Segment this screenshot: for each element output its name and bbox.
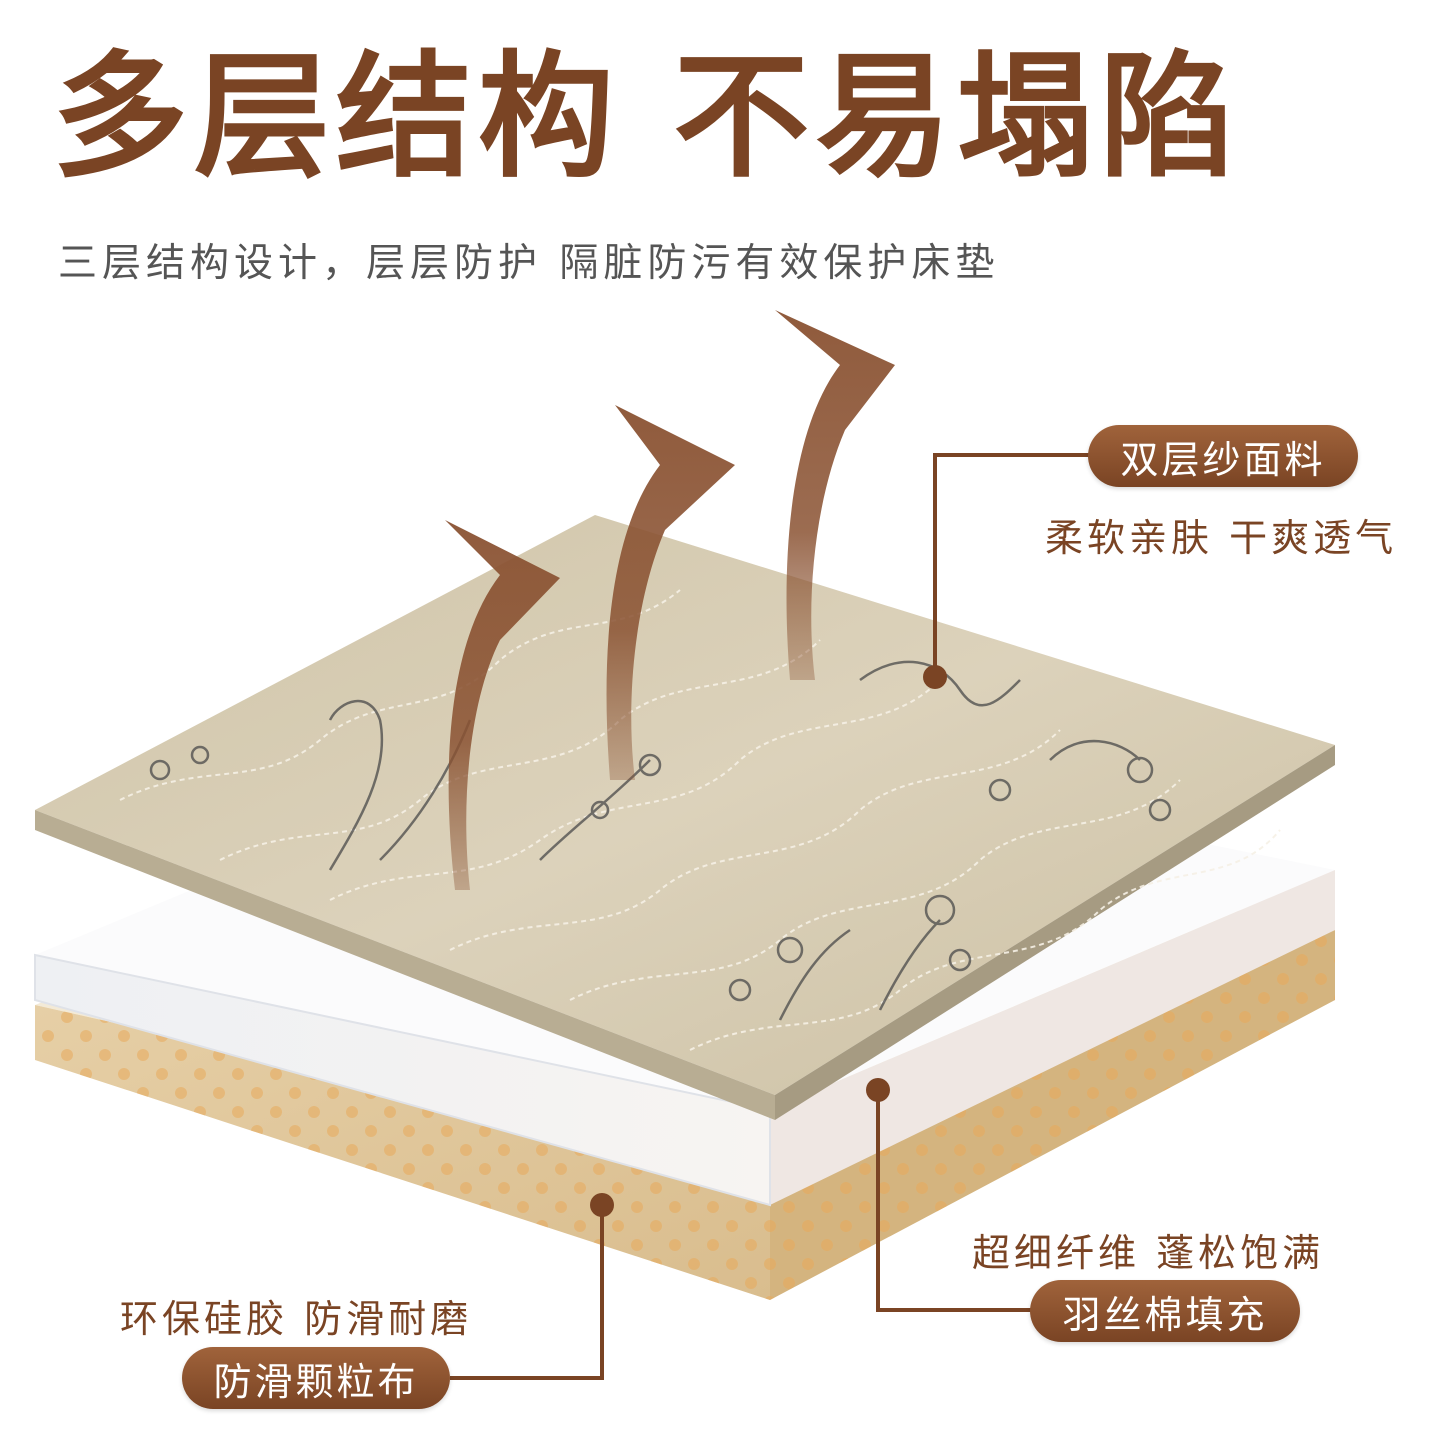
top-layer [35, 515, 1335, 1120]
label-middle-layer: 羽丝棉填充 [1030, 1280, 1300, 1342]
page-subtitle: 三层结构设计，层层防护 隔脏防污有效保护床垫 [58, 241, 1000, 286]
page-title: 多层结构 不易塌陷 [52, 39, 1242, 197]
label-top-layer: 双层纱面料 [1088, 425, 1358, 487]
callout-dots [590, 665, 947, 1217]
label-bottom-layer: 防滑颗粒布 [182, 1347, 450, 1409]
callout-lines [450, 453, 1095, 1380]
desc-top-layer: 柔软亲肤 干爽透气 [1045, 516, 1398, 560]
airflow-arrows [445, 310, 895, 890]
desc-bottom-layer: 环保硅胶 防滑耐磨 [120, 1297, 473, 1341]
desc-middle-layer: 超细纤维 蓬松饱满 [972, 1231, 1325, 1275]
